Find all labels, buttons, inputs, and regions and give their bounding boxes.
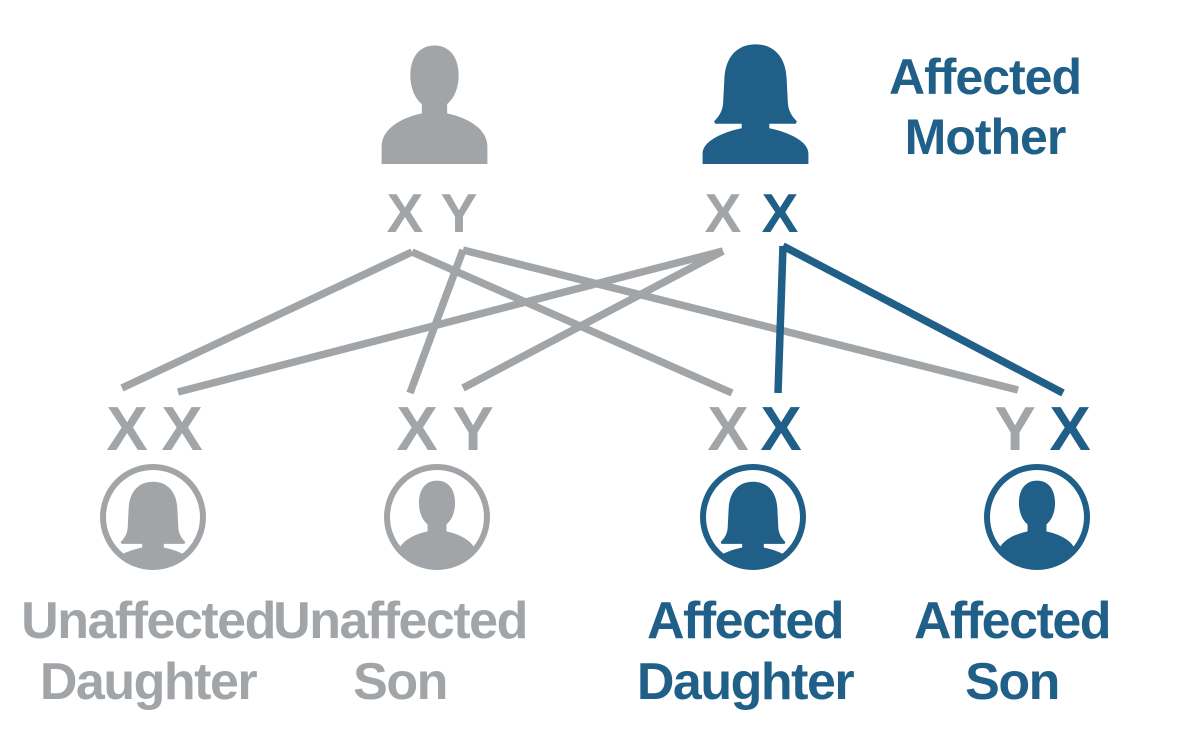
unaffected-son-caption-line2: Son: [353, 653, 448, 711]
child2-allele2: Y: [452, 395, 494, 464]
mother-caption-line1: Affected: [888, 49, 1082, 105]
mother-caption: Affected Mother: [855, 47, 1115, 167]
inheritance-line-father-x-to-child3-x1: [410, 248, 734, 397]
unaffected-daughter-caption-line1: Unaffected: [21, 592, 276, 650]
child4-allele1: Y: [994, 395, 1036, 464]
child4-allele2: X: [1049, 395, 1091, 464]
inheritance-line-mother-x2-to-child4-x: [781, 242, 1065, 397]
mother-allele-x-normal: X: [704, 182, 742, 244]
child1-allele1: X: [106, 395, 148, 464]
father-icon: [381, 45, 488, 164]
unaffected-son-caption-line1: Unaffected: [273, 592, 528, 650]
affected-son-avatar: [984, 464, 1090, 570]
inheritance-line-mother-x1-to-child2-y: [461, 247, 725, 392]
child3-allele2: X: [760, 395, 802, 464]
mother-allele-x-affected: X: [761, 182, 799, 244]
unaffected-daughter-caption-line2: Daughter: [39, 653, 258, 711]
affected-daughter-avatar: [700, 464, 806, 570]
father-allele-x: X: [386, 182, 424, 244]
affected-son-caption-line1: Affected: [913, 592, 1112, 650]
unaffected-daughter-avatar: [100, 464, 206, 570]
affected-daughter-caption-line1: Affected: [646, 592, 845, 650]
inheritance-line-mother-x1-to-child1-x2: [177, 247, 724, 396]
father-allele-y: Y: [440, 182, 478, 244]
child3-allele1: X: [707, 395, 749, 464]
inheritance-line-father-x-to-child1-x1: [120, 248, 414, 392]
child2-allele1: X: [396, 395, 438, 464]
affected-son-caption: Affected Son: [862, 591, 1162, 713]
affected-son-caption-line2: Son: [965, 653, 1060, 711]
unaffected-son-avatar: [384, 464, 490, 570]
inheritance-line-mother-x2-to-child3-x2: [774, 245, 787, 394]
mother-icon: [702, 44, 809, 164]
unaffected-son-caption: Unaffected Son: [250, 591, 550, 713]
mother-caption-line2: Mother: [904, 109, 1067, 165]
affected-daughter-caption: Affected Daughter: [595, 591, 895, 713]
inheritance-line-father-y-to-child4-y: [462, 246, 1019, 394]
unaffected-daughter-caption: Unaffected Daughter: [0, 591, 298, 713]
child1-allele2: X: [161, 395, 203, 464]
affected-daughter-caption-line2: Daughter: [636, 653, 855, 711]
